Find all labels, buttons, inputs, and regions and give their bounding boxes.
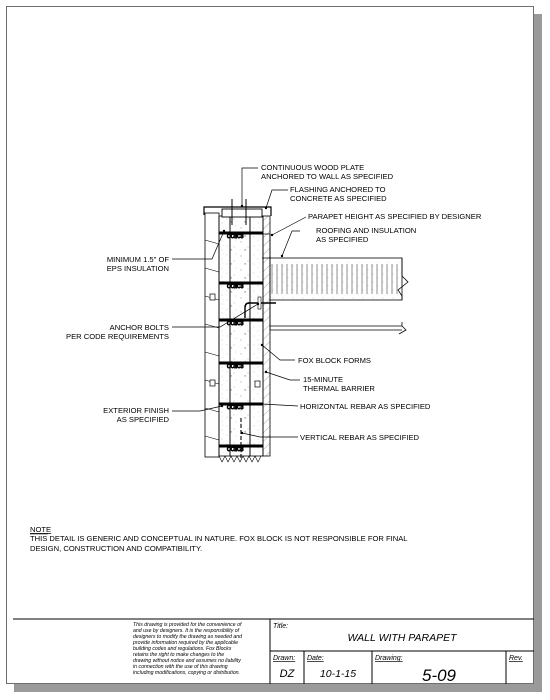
disclaimer-line-2: and use by designers. It is the responsi… bbox=[133, 628, 240, 634]
wood-plate bbox=[221, 208, 263, 218]
interior-eps-panel bbox=[249, 215, 264, 457]
general-note: NOTE THIS DETAIL IS GENERIC AND CONCEPTU… bbox=[30, 525, 408, 553]
concrete-core bbox=[229, 215, 251, 457]
label-parapet-height: PARAPET HEIGHT AS SPECIFIED BY DESIGNER bbox=[308, 212, 482, 221]
label-eps-1: MINIMUM 1.5" OF bbox=[107, 255, 170, 264]
drawing-title: WALL WITH PARAPET bbox=[347, 632, 458, 644]
label-flashing-1: FLASHING ANCHORED TO bbox=[290, 185, 386, 194]
label-flashing-2: CONCRETE AS SPECIFIED bbox=[290, 194, 387, 203]
label-vertical-rebar: VERTICAL REBAR AS SPECIFIED bbox=[300, 433, 420, 442]
label-continuous-plate-1: CONTINUOUS WOOD PLATE bbox=[261, 163, 364, 172]
block-ties: CCIIC3 CCIIC3 CCIIC3 CCIIC3 CCIIC3 CCIIC… bbox=[219, 231, 263, 454]
svg-text:CCIIC3: CCIIC3 bbox=[227, 284, 244, 290]
drawing-label: Drawing: bbox=[375, 655, 403, 662]
svg-text:CCIIC3: CCIIC3 bbox=[227, 321, 244, 327]
note-heading: NOTE bbox=[30, 525, 51, 534]
label-continuous-plate-2: ANCHORED TO WALL AS SPECIFIED bbox=[261, 172, 394, 181]
drawn-value: DZ bbox=[280, 668, 296, 680]
annotation-labels: CONTINUOUS WOOD PLATE ANCHORED TO WALL A… bbox=[66, 163, 482, 442]
disclaimer-line-1: This drawing is provided for the conveni… bbox=[133, 622, 242, 628]
date-value: 10-1-15 bbox=[320, 668, 356, 680]
disclaimer-line-4: provide information required by the appl… bbox=[132, 640, 238, 646]
label-exterior-finish-1: EXTERIOR FINISH bbox=[103, 406, 169, 415]
drawing-number: 5-09 bbox=[422, 666, 457, 685]
note-line-2: DESIGN, CONSTRUCTION AND COMPATIBILITY. bbox=[30, 544, 202, 553]
date-label: Date: bbox=[307, 655, 324, 662]
drawn-label: Drawn: bbox=[273, 655, 295, 662]
rev-label: Rev. bbox=[509, 655, 523, 662]
disclaimer-line-8: in connection with the use of this drawi… bbox=[133, 664, 228, 670]
title-block-text: This drawing is provided for the conveni… bbox=[132, 622, 523, 685]
disclaimer-line-5: building codes and regulations. Fox Bloc… bbox=[133, 646, 232, 652]
exterior-finish-layer bbox=[204, 212, 220, 458]
wall-assembly: CCIIC3 CCIIC3 CCIIC3 CCIIC3 CCIIC3 CCIIC… bbox=[203, 199, 276, 463]
disclaimer-line-9: including modifications, copying or dist… bbox=[133, 670, 240, 676]
label-horizontal-rebar: HORIZONTAL REBAR AS SPECIFIED bbox=[300, 402, 431, 411]
label-anchor-bolts-2: PER CODE REQUIREMENTS bbox=[66, 332, 169, 341]
thermal-barrier bbox=[262, 215, 271, 457]
label-roofing-1: ROOFING AND INSULATION bbox=[316, 226, 416, 235]
label-roofing-2: AS SPECIFIED bbox=[316, 235, 369, 244]
exterior-eps-panel bbox=[218, 215, 231, 457]
label-thermal-barrier-2: THERMAL BARRIER bbox=[303, 384, 375, 393]
label-exterior-finish-2: AS SPECIFIED bbox=[117, 415, 170, 424]
disclaimer-line-3: designers to modify the drawing as neede… bbox=[133, 634, 243, 640]
disclaimer-line-6: retains the right to make changes to the bbox=[133, 652, 224, 658]
label-thermal-barrier-1: 15-MINUTE bbox=[303, 375, 343, 384]
leader-lines bbox=[172, 167, 307, 438]
title-block bbox=[13, 618, 534, 684]
title-label: Title: bbox=[273, 623, 288, 630]
note-line-1: THIS DETAIL IS GENERIC AND CONCEPTUAL IN… bbox=[30, 534, 408, 543]
disclaimer-line-7: drawing without notice and assumes no li… bbox=[133, 658, 241, 664]
label-eps-2: EPS INSULATION bbox=[107, 264, 169, 273]
svg-text:CCIIC3: CCIIC3 bbox=[227, 234, 244, 240]
svg-text:CCIIC3: CCIIC3 bbox=[227, 405, 244, 411]
label-anchor-bolts-1: ANCHOR BOLTS bbox=[110, 323, 169, 332]
flashing bbox=[203, 206, 272, 216]
label-fox-block: FOX BLOCK FORMS bbox=[298, 356, 371, 365]
svg-text:CCIIC3: CCIIC3 bbox=[227, 447, 244, 453]
svg-text:CCIIC3: CCIIC3 bbox=[227, 364, 244, 370]
roof-assembly bbox=[262, 233, 409, 335]
